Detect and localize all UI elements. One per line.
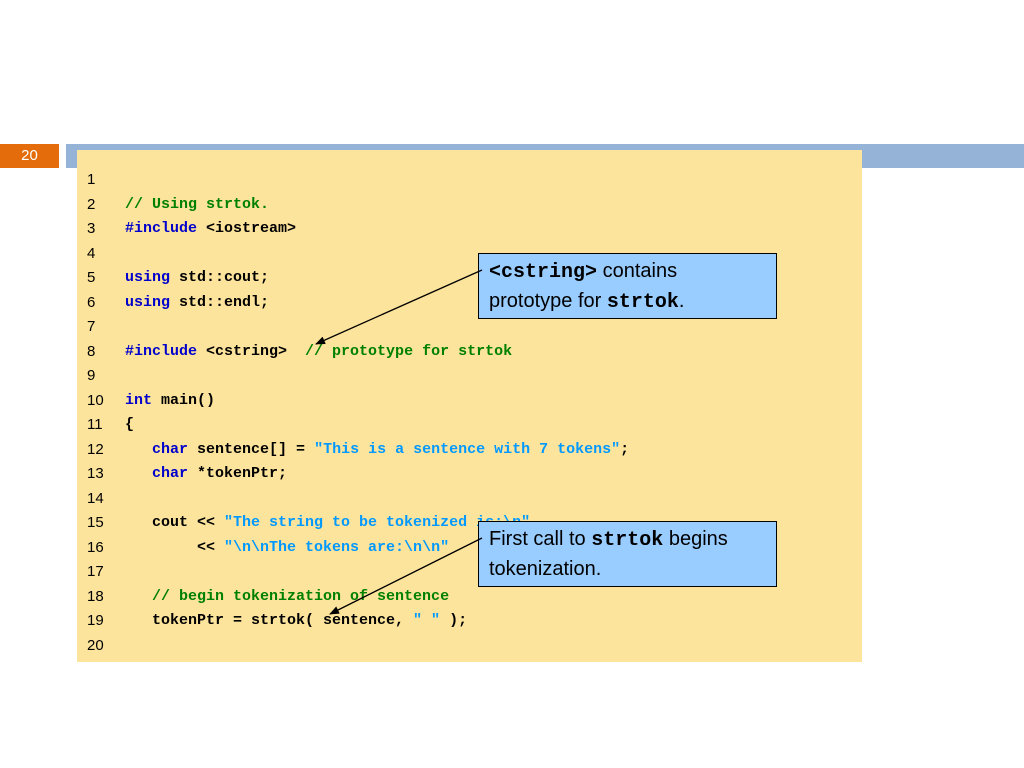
code-token-plain: std::cout; [170, 269, 270, 286]
code-line-12: 12 char sentence[] = "This is a sentence… [77, 438, 862, 463]
code-line-13: 13 char *tokenPtr; [77, 462, 862, 487]
code-token-plain: sentence[] = [188, 440, 315, 458]
code-token-keyword: using [125, 293, 171, 311]
line-number: 4 [87, 244, 96, 262]
code-token-keyword: int [125, 391, 153, 409]
line-number: 7 [87, 318, 96, 335]
line-number: 10 [87, 391, 104, 409]
code-line-19: 19 tokenPtr = strtok( sentence, " " ); [77, 609, 862, 634]
line-number: 11 [87, 416, 103, 433]
code-text: using std::cout; [125, 266, 269, 290]
code-line-3: 3 #include <iostream> [77, 217, 862, 242]
code-text: char *tokenPtr; [125, 462, 287, 486]
line-number: 2 [87, 195, 96, 213]
line-number: 19 [87, 612, 104, 629]
callout-text: contains prototype for [489, 260, 678, 312]
code-token-keyword: #include [125, 342, 198, 360]
line-number: 5 [87, 269, 96, 286]
code-token-keyword: using [125, 269, 171, 286]
code-token-plain: <iostream> [197, 220, 297, 237]
code-token-comment: // Using strtok. [125, 195, 270, 213]
code-token-plain: <cstring> [197, 342, 306, 360]
callout-code-text: strtok [606, 291, 679, 314]
code-token-plain: ); [440, 612, 468, 629]
code-line-11: 11 { [77, 413, 862, 438]
code-token-plain: tokenPtr = strtok( sentence, [125, 612, 414, 629]
line-number: 14 [87, 489, 104, 507]
callout-text: . [678, 290, 685, 312]
code-line-2: 2 // Using strtok. [77, 193, 862, 218]
line-number: 13 [87, 465, 104, 482]
code-line-17: 17 [77, 560, 862, 585]
code-text: // begin tokenization of sentence [125, 585, 449, 609]
line-number: 9 [87, 367, 96, 384]
line-number: 15 [87, 514, 104, 531]
code-line-4: 4 [77, 242, 862, 267]
line-number: 18 [87, 587, 104, 605]
code-text: char sentence[] = "This is a sentence wi… [125, 438, 629, 462]
code-text: using std::endl; [125, 291, 269, 315]
callout-text: First call to [489, 528, 592, 550]
code-token-plain: *tokenPtr; [188, 465, 288, 482]
callout-code-text: <cstring> [489, 261, 598, 284]
code-token-comment: // begin tokenization of sentence [152, 587, 450, 605]
code-token-keyword: char [152, 440, 189, 458]
code-text: { [125, 413, 134, 437]
code-text: #include <cstring> // prototype for strt… [125, 340, 512, 364]
line-number: 16 [87, 538, 104, 556]
code-text: #include <iostream> [125, 217, 296, 241]
code-token-plain: cout << [125, 514, 225, 531]
line-number: 8 [87, 342, 96, 360]
code-token-plain: { [125, 416, 135, 433]
line-number: 3 [87, 220, 96, 237]
code-token-plain: ; [620, 440, 630, 458]
line-number: 12 [87, 440, 104, 458]
code-token-plain: << [125, 538, 225, 556]
callout-cstring: <cstring> contains prototype for strtok. [478, 253, 777, 319]
code-line-10: 10 int main() [77, 389, 862, 414]
code-text: cout << "The string to be tokenized is:\… [125, 511, 530, 535]
code-token-string: "\n\nThe tokens are:\n\n" [224, 538, 450, 556]
slide-number: 20 [0, 144, 59, 168]
code-line-1: 1 [77, 168, 862, 193]
code-token-plain: std::endl; [170, 293, 270, 311]
line-number: 20 [87, 636, 104, 654]
code-text: // Using strtok. [125, 193, 269, 217]
code-line-20: 20 [77, 634, 862, 659]
code-token-plain [125, 588, 152, 605]
code-line-8: 8 #include <cstring> // prototype for str… [77, 340, 862, 365]
code-token-plain [125, 465, 152, 482]
code-token-string: "This is a sentence with 7 tokens" [314, 440, 621, 458]
callout-text: begins tokenization. [489, 528, 728, 580]
code-text: tokenPtr = strtok( sentence, " " ); [125, 609, 467, 633]
code-token-comment: // prototype for strtok [305, 342, 513, 360]
code-token-keyword: #include [125, 220, 198, 237]
code-token-string: " " [413, 612, 441, 629]
line-number: 6 [87, 293, 96, 311]
code-line-14: 14 [77, 487, 862, 512]
code-line-9: 9 [77, 364, 862, 389]
line-number: 17 [87, 563, 104, 580]
code-token-keyword: char [152, 465, 189, 482]
code-line-7: 7 [77, 315, 862, 340]
code-line-6: 6 using std::endl; [77, 291, 862, 316]
callout-strtok-call: First call to strtok begins tokenization… [478, 521, 777, 587]
code-line-18: 18 // begin tokenization of sentence [77, 585, 862, 610]
line-number: 1 [87, 171, 96, 188]
code-text: << "\n\nThe tokens are:\n\n" [125, 536, 449, 560]
code-line-5: 5 using std::cout; [77, 266, 862, 291]
callout-code-text: strtok [591, 529, 664, 552]
code-text: int main() [125, 389, 215, 413]
code-token-plain [125, 441, 152, 458]
code-token-plain: main() [152, 391, 216, 409]
